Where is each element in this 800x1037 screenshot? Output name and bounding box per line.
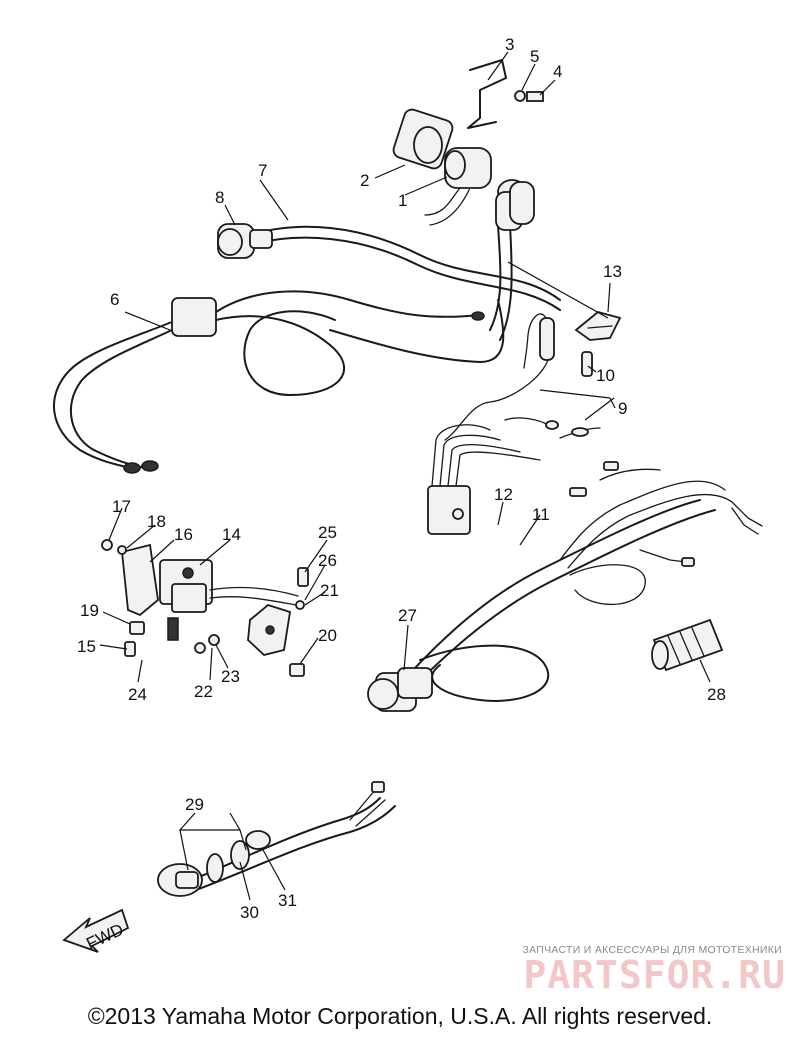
callout-1: 1 [398, 191, 407, 210]
watermark-tagline: ЗАПЧАСТИ И АКСЕССУАРЫ ДЛЯ МОТОТЕХНИКИ [522, 944, 782, 956]
callout-16: 16 [174, 525, 193, 544]
callout-6: 6 [110, 290, 119, 309]
grommet-28 [651, 618, 724, 672]
callout-29: 29 [185, 795, 204, 814]
lead-wire-29 [157, 781, 396, 897]
switch-bracket-assembly [101, 539, 309, 677]
callout-8: 8 [215, 188, 224, 207]
wire-harness-7 [249, 224, 561, 341]
callout-17: 17 [112, 497, 131, 516]
callout-11: 11 [532, 505, 550, 524]
callout-28: 28 [707, 685, 726, 704]
callout-25: 25 [318, 523, 337, 542]
starter-relay-assembly [392, 59, 544, 231]
callout-12: 12 [494, 485, 513, 504]
callout-13: 13 [603, 262, 622, 281]
callout-4: 4 [553, 62, 562, 81]
callout-14: 14 [222, 525, 241, 544]
main-harness-6 [53, 290, 505, 474]
callout-5: 5 [530, 47, 539, 66]
callout-15: 15 [77, 637, 96, 656]
callout-30: 30 [240, 903, 259, 922]
callout-27: 27 [398, 606, 417, 625]
watermark-logo: PARTSFOR.RU [523, 953, 786, 997]
fuse-holder-9 [444, 311, 622, 441]
cap-8 [217, 223, 273, 259]
forward-direction-arrow: FWD [62, 908, 130, 953]
callout-3: 3 [505, 35, 514, 54]
callout-9: 9 [618, 399, 627, 418]
callout-20: 20 [318, 626, 337, 645]
callout-21: 21 [320, 581, 339, 600]
callout-26: 26 [318, 551, 337, 570]
callout-2: 2 [360, 171, 369, 190]
copyright-footer: ©2013 Yamaha Motor Corporation, U.S.A. A… [87, 1003, 713, 1029]
callout-labels: 1 2 3 4 5 6 7 8 9 10 11 12 13 14 15 16 1… [77, 35, 726, 922]
callout-24: 24 [128, 685, 147, 704]
engine-harness-27 [367, 461, 763, 712]
rectifier-regulator [427, 417, 601, 535]
callout-31: 31 [278, 891, 297, 910]
callout-23: 23 [221, 667, 240, 686]
callout-10: 10 [596, 366, 615, 385]
callout-18: 18 [147, 512, 166, 531]
callout-22: 22 [194, 682, 213, 701]
callout-7: 7 [258, 161, 267, 180]
callout-19: 19 [80, 601, 99, 620]
